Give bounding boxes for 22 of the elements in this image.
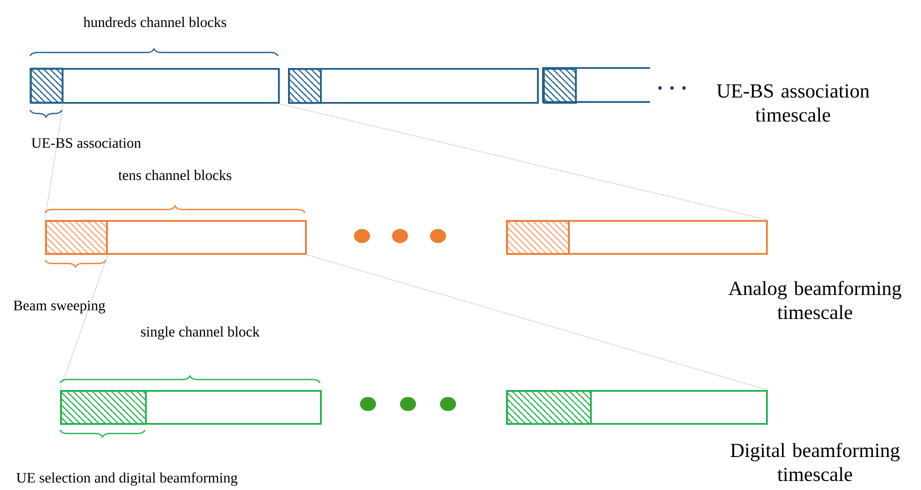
hatched-segment xyxy=(506,220,570,255)
brace-label: UE selection and digital beamforming xyxy=(16,472,238,486)
brace-label: tens channel blocks xyxy=(118,170,232,180)
hatched-segment xyxy=(30,68,64,104)
zoom-line xyxy=(44,102,64,220)
zoom-line xyxy=(279,103,768,220)
brace-label: UE-BS association xyxy=(32,138,141,148)
hatched-segment xyxy=(506,390,592,425)
timescale-label: Digital beamforming timescale xyxy=(730,442,900,482)
hatched-segment xyxy=(60,390,147,425)
zoom-line xyxy=(60,254,108,390)
brace-label: single channel block xyxy=(141,326,260,340)
hatched-segment xyxy=(543,68,577,104)
brace-label: hundreds channel blocks xyxy=(83,16,226,28)
hatched-segment xyxy=(45,220,108,255)
time-bar xyxy=(542,67,650,103)
brace-label: Beam sweeping xyxy=(14,300,106,314)
hatched-segment xyxy=(288,68,322,104)
zoom-line xyxy=(306,254,768,390)
time-bar xyxy=(30,68,280,104)
timescale-label: Analog beamforming timescale xyxy=(728,280,902,320)
timescale-label: UE-BS association timescale xyxy=(716,84,870,122)
